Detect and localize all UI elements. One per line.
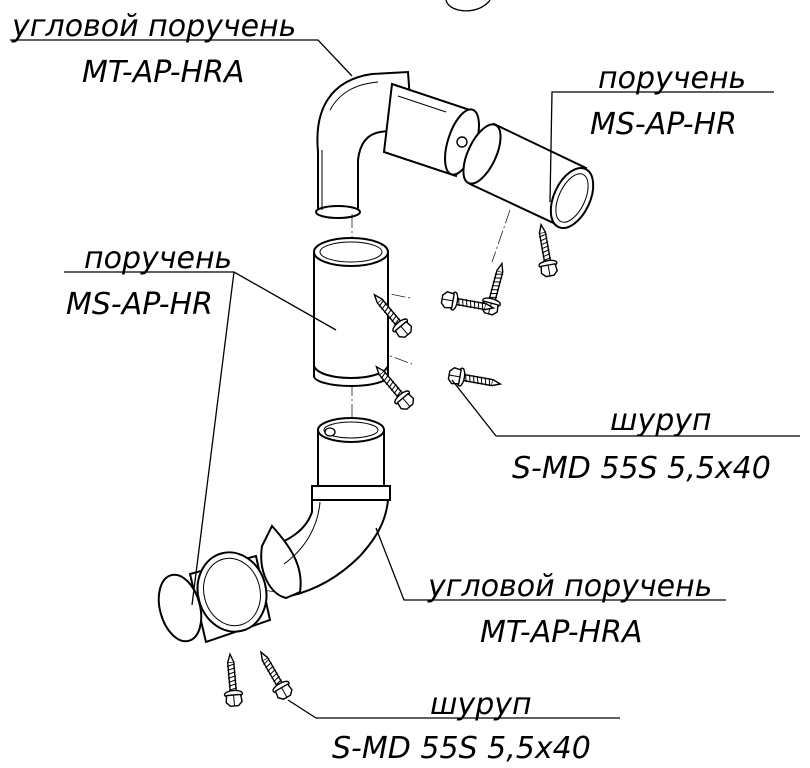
label-screw-right: шуруп S-MD 55S 5,5x40 (512, 403, 771, 486)
label-screw-bottom-code: S-MD 55S 5,5x40 (332, 731, 591, 763)
label-top-left-name: угловой поручень (11, 9, 296, 44)
screw-icon (531, 222, 560, 279)
label-middle-left-code: MS-AP-HR (66, 287, 213, 322)
detail-marker-icon (445, 0, 491, 12)
screw-icon (446, 365, 503, 394)
screw-icon (252, 646, 296, 703)
screw-icon (368, 360, 418, 414)
label-screw-bottom: шуруп S-MD 55S 5,5x40 (332, 687, 591, 766)
label-screw-right-code: S-MD 55S 5,5x40 (512, 451, 771, 486)
top-elbow (315, 70, 480, 219)
label-top-right-name: поручень (598, 61, 746, 96)
top-right-tube (462, 122, 595, 229)
label-top-right: поручень MS-AP-HR (590, 61, 746, 142)
label-middle-left-name: поручень (84, 241, 232, 276)
middle-tube (313, 237, 389, 387)
label-bottom-right-code: MT-AP-HRA (480, 615, 642, 650)
bottom-elbow (260, 417, 392, 600)
label-top-left: угловой поручень MT-AP-HRA (11, 9, 296, 90)
label-top-left-code: MT-AP-HRA (82, 55, 244, 90)
screw-icon (220, 652, 245, 708)
leader-lines (10, 39, 800, 719)
label-middle-left: поручень MS-AP-HR (66, 241, 232, 322)
label-screw-right-name: шуруп (610, 403, 712, 438)
label-top-right-code: MS-AP-HR (590, 107, 737, 142)
label-bottom-right-name: угловой поручень (427, 569, 712, 604)
label-screw-bottom-name: шуруп (430, 687, 532, 722)
bottom-left-tube (157, 551, 272, 644)
label-bottom-right: угловой поручень MT-AP-HRA (427, 569, 712, 650)
